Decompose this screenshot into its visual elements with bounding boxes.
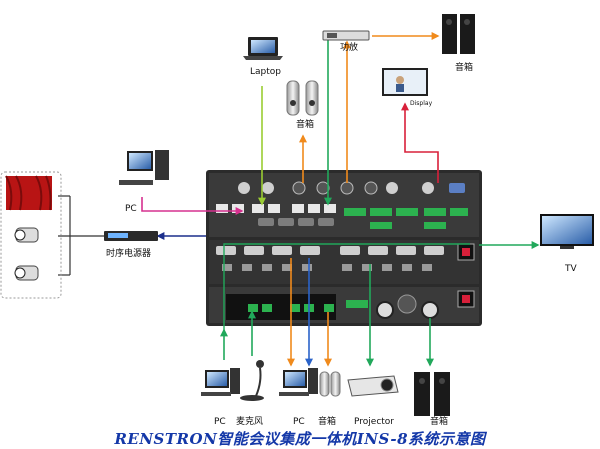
display-label: Display <box>410 100 433 107</box>
spotlight-icon <box>14 265 39 281</box>
stage-lighting-group <box>0 171 62 299</box>
amplifier-label: 功放 <box>340 41 358 53</box>
projector-icon <box>347 375 399 397</box>
projector-label: Projector <box>354 417 394 427</box>
sequencer-device-icon <box>104 231 158 241</box>
desktop-pc-icon <box>119 150 169 185</box>
ins8-chassis <box>206 170 482 326</box>
speaker-top-mid-label: 音箱 <box>296 118 314 130</box>
pc-bottom-2-icon <box>279 368 318 396</box>
display-icon <box>382 68 428 96</box>
display-link <box>401 102 439 183</box>
tv-label: TV <box>564 264 577 274</box>
laptop-icon <box>243 37 283 60</box>
pc-left-link <box>141 197 244 215</box>
spotlight-icon <box>14 227 39 243</box>
microphone-label: 麦克风 <box>236 415 263 427</box>
speaker-bottom-small-label: 音箱 <box>318 415 336 427</box>
diagram-caption: RENSTRON智能会议集成一体机INS-8系统示意图 <box>114 430 486 448</box>
speaker-bottom-large-label: 音箱 <box>430 415 448 427</box>
laptop-label: Laptop <box>250 67 281 77</box>
pc-bottom-1-icon <box>201 368 240 396</box>
desktop-speaker-icon <box>286 80 319 116</box>
speaker-top-right-label: 音箱 <box>455 61 473 73</box>
sequencer-label: 时序电源器 <box>106 247 151 259</box>
speaker-cabinet-icon <box>442 14 475 54</box>
pc-bottom-2-label: PC <box>293 417 305 427</box>
microphone-icon <box>240 360 264 401</box>
amplifier-icon <box>322 30 370 41</box>
pc-left-label: PC <box>125 204 137 214</box>
tv-icon <box>540 214 594 249</box>
speaker-cabinet-bottom-icon <box>414 372 450 416</box>
pc-bottom-1-label: PC <box>214 417 226 427</box>
desktop-speaker-bottom-icon <box>319 371 341 397</box>
